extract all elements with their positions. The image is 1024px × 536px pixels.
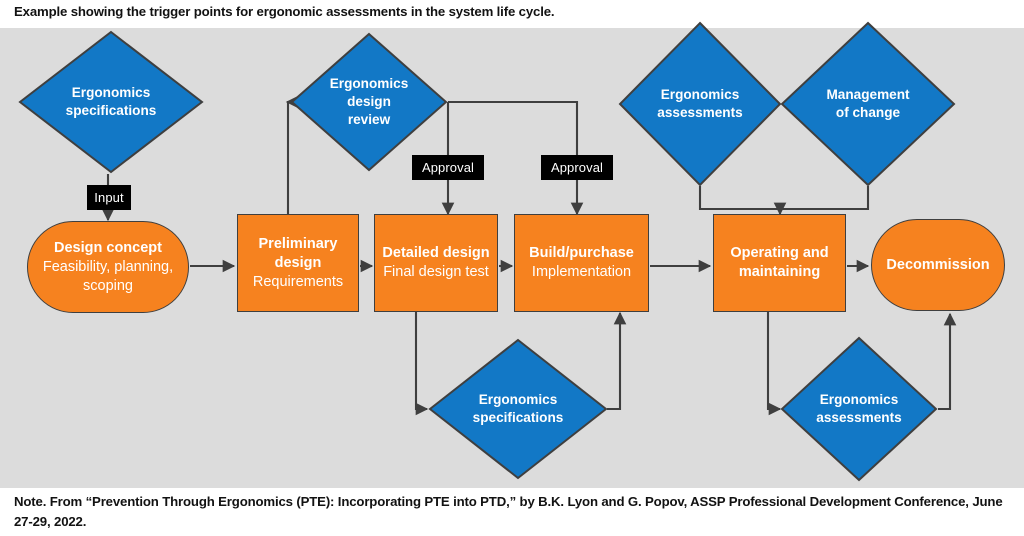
node-label-line2: design: [274, 254, 322, 271]
edge-tag-input-label: Input: [94, 190, 124, 205]
node-label-line2: Final design test: [383, 264, 489, 280]
edge-preliminary-to-designreview: [285, 95, 299, 214]
edge-tag-approval-2-label: Approval: [550, 160, 604, 175]
node-label-line2: maintaining: [738, 264, 821, 280]
node-label-line1: Build/purchase: [529, 245, 634, 261]
connector-layer: [101, 95, 957, 416]
edge-tag-approval-2: Approval: [541, 155, 613, 180]
node-ergonomics-assessments-bottom[interactable]: Ergonomics assessments: [780, 336, 938, 482]
node-label-line1: Preliminary: [258, 235, 338, 252]
node-label-line3: scoping: [83, 277, 133, 294]
edge-detailed-to-ergospec-bottom: [414, 311, 429, 416]
node-detailed-design[interactable]: Detailed design Final design test: [374, 214, 498, 312]
edge-tag-input: Input: [87, 185, 131, 210]
node-management-of-change[interactable]: Management of change: [780, 21, 956, 187]
node-label-line1: Decommission: [886, 256, 990, 273]
node-ergonomics-specifications-bottom[interactable]: Ergonomics specifications: [428, 338, 608, 480]
diagram-canvas: Ergonomics specifications Ergonomics des…: [0, 21, 1024, 488]
node-ergonomics-design-review[interactable]: Ergonomics design review: [290, 32, 448, 172]
node-design-concept[interactable]: Design concept Feasibility, planning, sc…: [27, 221, 189, 313]
edge-operating-to-ergoassess-bottom: [766, 311, 782, 416]
node-operating-maintaining[interactable]: Operating and maintaining: [713, 214, 846, 312]
figure-note-caption: Note. From “Prevention Through Ergonomic…: [14, 494, 1003, 529]
node-label-line1: Design concept: [54, 239, 162, 256]
node-label-line1: Operating and: [730, 245, 829, 261]
edge-ergospec-bottom-to-build: [607, 311, 627, 411]
edge-tag-approval-1-label: Approval: [421, 160, 475, 175]
node-label-line2: Feasibility, planning,: [42, 258, 174, 275]
figure-title-caption: Example showing the trigger points for e…: [14, 4, 555, 19]
edge-ergoassess-bottom-to-decommission: [938, 312, 957, 411]
node-ergonomics-specifications-top[interactable]: Ergonomics specifications: [18, 30, 204, 174]
edge-ergoassess-top-rail: [698, 186, 870, 211]
node-decommission[interactable]: Decommission: [871, 219, 1005, 311]
edge-designreview-to-approval2: [448, 100, 579, 155]
node-label-line1: Detailed design: [382, 245, 490, 261]
node-label-line3: Requirements: [252, 273, 344, 290]
node-ergonomics-assessments-top[interactable]: Ergonomics assessments: [618, 21, 782, 187]
node-preliminary-design[interactable]: Preliminary design Requirements: [237, 214, 359, 312]
node-build-purchase[interactable]: Build/purchase Implementation: [514, 214, 649, 312]
node-label-line2: Implementation: [531, 264, 632, 280]
edge-tag-approval-1: Approval: [412, 155, 484, 180]
